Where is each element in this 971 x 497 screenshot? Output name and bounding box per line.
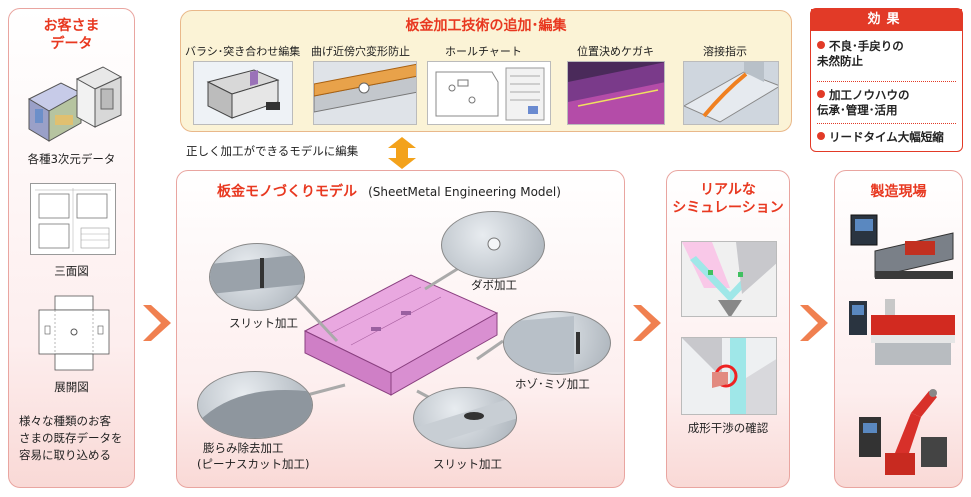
slit-label-1: スリット加工 xyxy=(229,316,298,330)
three-view-drawing-image xyxy=(30,183,116,255)
effects-box: 効果 不良･手戻りの 未然防止 加工ノウハウの 伝承･管理･活用 リードタイム大… xyxy=(810,8,963,152)
tech-item-caption-0: バラシ･突き合わせ編集 xyxy=(185,45,301,58)
flow-arrow-icon-2 xyxy=(633,305,661,341)
model-title: 板金モノづくりモデル xyxy=(217,184,357,200)
three-view-caption: 三面図 xyxy=(54,264,89,278)
dabo-label: ダボ加工 xyxy=(471,278,517,292)
hozo-detail-image xyxy=(503,311,611,375)
double-arrow-icon xyxy=(388,137,416,169)
tech-image-hole-chart xyxy=(427,61,551,125)
tech-item-caption-4: 溶接指示 xyxy=(703,45,747,58)
customer-note: 様々な種類のお客 さまの既存データを 容易に取り込める xyxy=(19,414,123,462)
tech-panel: 板金加工技術の追加･編集 バラシ･突き合わせ編集 曲げ近傍穴変形防止 ホールチャ… xyxy=(180,10,792,132)
bullet-icon xyxy=(817,90,825,98)
bulge-label-2: (ピーナスカット加工) xyxy=(197,457,310,471)
factory-panel: 製造現場 xyxy=(834,170,963,488)
model-subtitle: (SheetMetal Engineering Model) xyxy=(368,185,561,199)
tech-image-hole-deformation xyxy=(313,61,417,125)
customer-data-title: お客さま データ xyxy=(43,18,100,52)
bulge-label-1: 膨らみ除去加工 xyxy=(203,441,284,455)
flow-arrow-icon-3 xyxy=(800,305,828,341)
connector-label: 正しく加工ができるモデルに編集 xyxy=(186,144,359,158)
tech-item-caption-1: 曲げ近傍穴変形防止 xyxy=(311,45,410,58)
effects-divider xyxy=(817,81,956,82)
factory-machine-image-2 xyxy=(845,289,957,367)
effects-title: 効果 xyxy=(811,9,962,31)
factory-robot-image xyxy=(849,377,953,481)
development-caption: 展開図 xyxy=(54,380,89,394)
model-title-row: 板金モノづくりモデル (SheetMetal Engineering Model… xyxy=(217,181,561,201)
simulation-panel: リアルな シミュレーション 成形干渉の確認 xyxy=(666,170,790,488)
tech-item-caption-2: ホールチャート xyxy=(445,45,522,58)
flow-arrow-icon-1 xyxy=(143,305,171,341)
simulation-image-2 xyxy=(681,337,777,415)
simulation-title: リアルな シミュレーション xyxy=(672,182,784,216)
effect-item-2: リードタイム大幅短縮 xyxy=(817,130,958,145)
bullet-icon xyxy=(817,41,825,49)
tech-title: 板金加工技術の追加･編集 xyxy=(405,18,567,34)
slit-label-2: スリット加工 xyxy=(433,457,502,471)
development-drawing-image xyxy=(31,292,117,374)
tech-image-marking xyxy=(567,61,665,125)
simulation-caption: 成形干渉の確認 xyxy=(687,421,769,435)
effects-divider xyxy=(817,123,956,124)
3d-data-caption: 各種3次元データ xyxy=(27,152,116,166)
customer-data-panel: お客さま データ 各種3次元データ 三面図 xyxy=(8,8,135,488)
effect-text-2: リードタイム大幅短縮 xyxy=(829,130,944,144)
bullet-icon xyxy=(817,132,825,140)
bulge-detail-image xyxy=(197,371,313,439)
slit-detail-image-2 xyxy=(413,387,517,449)
hozo-label: ホゾ･ミゾ加工 xyxy=(515,377,590,391)
effect-item-1: 加工ノウハウの 伝承･管理･活用 xyxy=(817,88,958,118)
tech-item-caption-3: 位置決めケガキ xyxy=(577,45,654,58)
effect-item-0: 不良･手戻りの 未然防止 xyxy=(817,39,958,69)
effect-text-0: 不良･手戻りの 未然防止 xyxy=(817,39,904,68)
dabo-detail-image xyxy=(441,211,545,279)
effect-text-1: 加工ノウハウの 伝承･管理･活用 xyxy=(817,88,910,117)
3d-data-image xyxy=(23,59,123,151)
factory-machine-image-1 xyxy=(845,211,957,283)
tech-image-disassemble xyxy=(193,61,293,125)
model-panel: 板金モノづくりモデル (SheetMetal Engineering Model… xyxy=(176,170,625,488)
sheet-metal-model-image xyxy=(303,274,499,396)
simulation-image-1 xyxy=(681,241,777,317)
factory-title: 製造現場 xyxy=(870,184,927,200)
slit-detail-image-1 xyxy=(209,243,305,311)
tech-image-welding xyxy=(683,61,779,125)
